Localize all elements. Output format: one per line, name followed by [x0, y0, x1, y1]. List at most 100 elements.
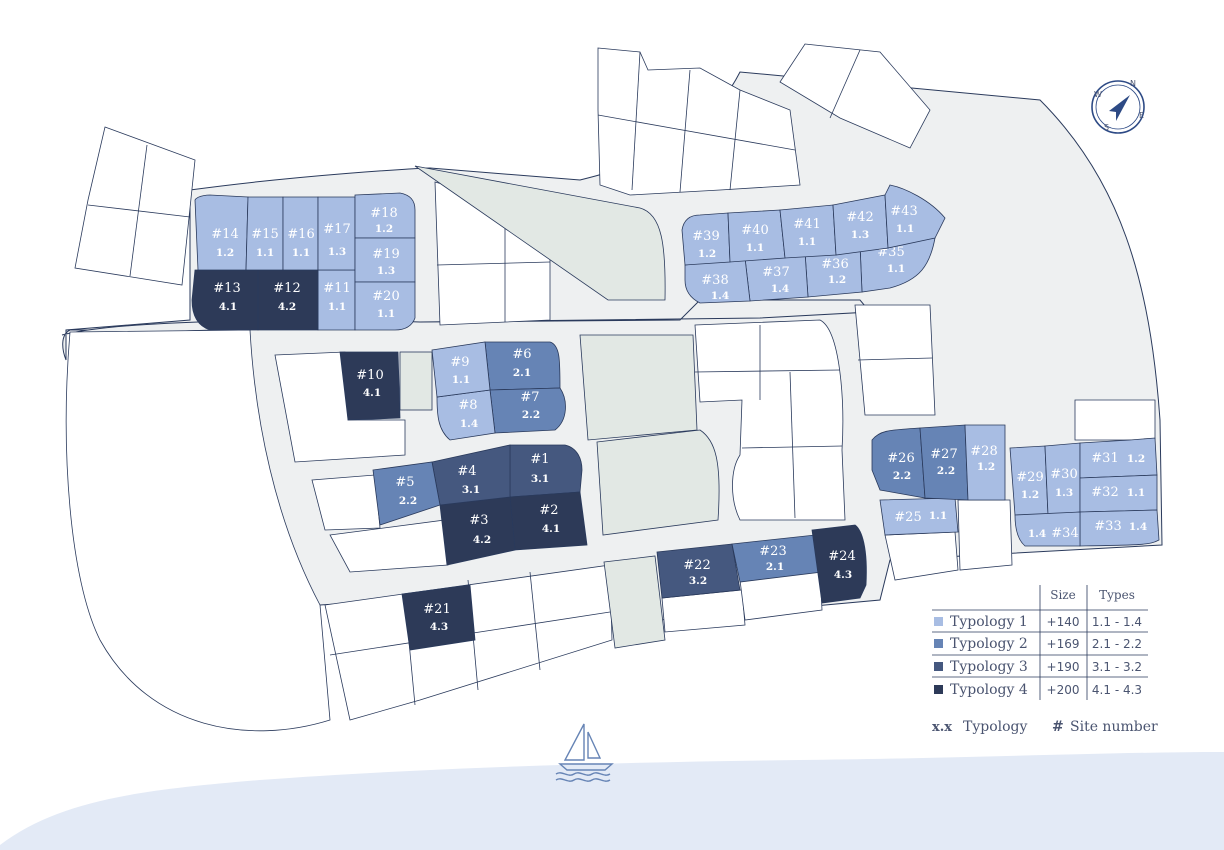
- site-shape[interactable]: [832, 194, 889, 256]
- site-41[interactable]: #411.1: [779, 204, 837, 259]
- site-typology: 4.3: [430, 621, 448, 633]
- site-typology: 1.4: [1129, 521, 1147, 533]
- site-2[interactable]: #24.1: [509, 491, 588, 551]
- site-number: #9: [450, 355, 469, 370]
- site-typology: 3.1: [462, 484, 480, 496]
- site-shape[interactable]: [1079, 509, 1160, 547]
- site-typology: 1.1: [929, 510, 947, 522]
- site-shape[interactable]: [811, 524, 867, 604]
- site-13[interactable]: #134.1: [191, 269, 259, 331]
- legend-types: 2.1 - 2.2: [1092, 637, 1142, 651]
- site-11[interactable]: #111.1: [317, 269, 356, 331]
- site-30[interactable]: #301.3: [1044, 442, 1081, 516]
- site-36[interactable]: #361.2: [804, 244, 863, 298]
- site-typology: 4.1: [542, 523, 560, 535]
- legend-label: Typology 1: [950, 614, 1028, 630]
- site-5[interactable]: #52.2: [372, 461, 441, 526]
- site-6[interactable]: #62.1: [484, 341, 561, 391]
- site-3[interactable]: #34.2: [439, 496, 516, 566]
- site-1[interactable]: #13.1: [509, 444, 583, 498]
- site-26[interactable]: #262.2: [871, 427, 926, 499]
- site-17[interactable]: #17 1.3: [317, 196, 356, 271]
- site-shape[interactable]: [372, 461, 441, 526]
- site-shape[interactable]: [1014, 511, 1081, 547]
- legend-types: 1.1 - 1.4: [1092, 615, 1142, 629]
- site-shape[interactable]: [509, 491, 588, 551]
- site-20[interactable]: #201.1: [354, 281, 416, 331]
- site-typology: 4.2: [473, 534, 491, 546]
- site-typology: 1.2: [1021, 489, 1039, 501]
- site-typology: 4.1: [219, 301, 237, 313]
- site-22[interactable]: #223.2: [656, 543, 741, 599]
- site-shape[interactable]: [879, 497, 959, 536]
- site-38[interactable]: #381.4: [684, 257, 751, 304]
- site-42[interactable]: #421.3: [832, 194, 889, 256]
- site-typology: 4.1: [363, 387, 381, 399]
- site-shape[interactable]: [859, 237, 936, 293]
- site-16[interactable]: #161.1: [282, 196, 319, 271]
- site-shape[interactable]: [1079, 437, 1158, 479]
- site-21[interactable]: #214.3: [401, 584, 476, 651]
- site-7[interactable]: #72.2: [489, 387, 566, 434]
- site-8[interactable]: #81.4: [436, 389, 496, 441]
- site-shape[interactable]: [191, 269, 259, 331]
- site-28[interactable]: #281.2: [964, 424, 1006, 501]
- site-shape[interactable]: [339, 351, 401, 421]
- site-number: #39: [692, 229, 719, 244]
- site-23[interactable]: #232.1: [731, 534, 823, 583]
- compass-needle-icon: [1109, 95, 1130, 121]
- site-34[interactable]: #341.4: [1014, 511, 1081, 547]
- site-29[interactable]: #291.2: [1009, 445, 1049, 516]
- site-35[interactable]: #351.1: [859, 237, 936, 293]
- site-number: #20: [372, 289, 399, 304]
- site-shape[interactable]: [317, 269, 356, 331]
- site-43[interactable]: #431.1: [884, 184, 946, 249]
- site-14[interactable]: #141.2: [194, 194, 249, 271]
- site-typology: 3.1: [531, 473, 549, 485]
- site-19[interactable]: #191.3: [354, 237, 416, 283]
- site-number: #21: [423, 602, 450, 617]
- site-shape[interactable]: [354, 281, 416, 331]
- site-15[interactable]: #151.1: [245, 196, 284, 271]
- site-18[interactable]: #181.2: [354, 192, 416, 239]
- site-12[interactable]: #124.2: [257, 269, 319, 331]
- site-shape[interactable]: [684, 257, 751, 304]
- site-shape[interactable]: [257, 269, 319, 331]
- site-10[interactable]: #104.1: [339, 351, 401, 421]
- site-number: #6: [512, 347, 531, 362]
- site-shape[interactable]: [656, 543, 741, 599]
- site-24[interactable]: #244.3: [811, 524, 867, 604]
- site-typology: 1.3: [328, 246, 346, 258]
- site-shape[interactable]: [871, 427, 926, 499]
- site-shape[interactable]: [401, 584, 476, 651]
- site-shape[interactable]: [489, 387, 566, 434]
- site-shape[interactable]: [884, 184, 946, 249]
- site-shape[interactable]: [964, 424, 1006, 501]
- key-hash-label: Site number: [1070, 719, 1158, 735]
- compass-n: N: [1130, 79, 1136, 88]
- legend-label: Typology 4: [950, 682, 1028, 698]
- site-typology: 2.1: [513, 367, 531, 379]
- site-shape[interactable]: [436, 389, 496, 441]
- site-number: #17: [323, 222, 350, 237]
- site-27[interactable]: #272.2: [919, 424, 969, 501]
- site-40[interactable]: #401.1: [727, 209, 786, 263]
- legend-size: +169: [1047, 637, 1080, 651]
- site-shape[interactable]: [431, 341, 491, 398]
- site-number: #29: [1016, 470, 1043, 485]
- site-37[interactable]: #371.4: [744, 251, 809, 302]
- site-number: #30: [1050, 467, 1077, 482]
- site-4[interactable]: #43.1: [431, 444, 511, 506]
- site-shape[interactable]: [919, 424, 969, 501]
- site-number: #16: [287, 227, 314, 242]
- site-typology: 4.3: [834, 569, 852, 581]
- site-number: #41: [793, 217, 820, 232]
- site-39[interactable]: #391.2: [681, 212, 731, 266]
- site-shape[interactable]: [509, 444, 583, 498]
- site-9[interactable]: #91.1: [431, 341, 491, 398]
- site-shape[interactable]: [354, 192, 416, 239]
